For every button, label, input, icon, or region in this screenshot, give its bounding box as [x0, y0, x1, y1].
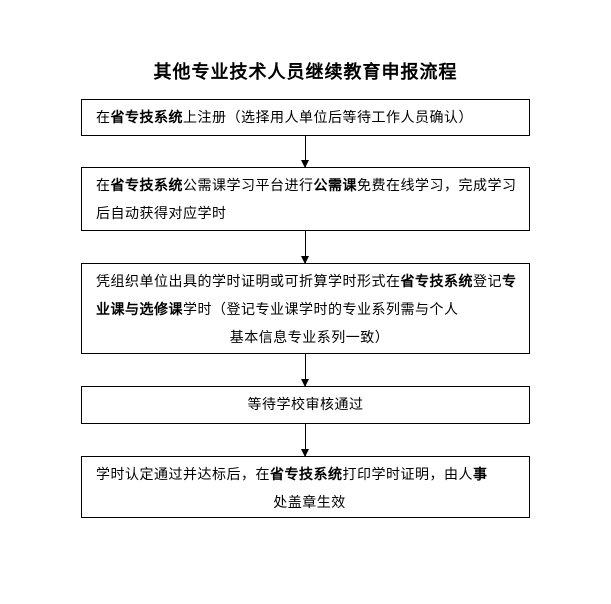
flow-arrow-1 [301, 136, 309, 168]
step-1-system-name: 省专技系统 [110, 110, 183, 126]
step-5-text-b: 打印学时证明，由人 [342, 467, 473, 483]
step-4-text: 等待学校审核通过 [247, 397, 364, 413]
step-5-box: 学时认定通过并达标后，在省专技系统打印学时证明，由人事 处盖章生效 [81, 456, 530, 518]
step-3-last-line: 基本信息专业系列一致） [229, 330, 390, 346]
step-2-text-b: 公需课学习平台进行 [183, 178, 314, 194]
step-3-box: 凭组织单位出具的学时证明或可折算学时形式在省专技系统登记专业课与选修课学时（登记… [81, 263, 530, 354]
step-3-text-b: 登记 [473, 274, 502, 290]
flow-arrow-3 [301, 354, 309, 387]
step-2-system-name: 省专技系统 [110, 178, 183, 194]
step-3-system-name: 省专技系统 [400, 274, 473, 290]
step-3-course-name: 专业课与选修课 [96, 274, 517, 318]
step-5-last-line: 处盖章生效 [273, 495, 346, 511]
flow-arrow-4 [301, 424, 309, 457]
step-5-text-a: 学时认定通过并达标后，在 [96, 467, 270, 483]
step-1-box: 在省专技系统上注册（选择用人单位后等待工作人员确认） [81, 99, 530, 136]
step-5-text-bold: 事 [473, 467, 488, 483]
step-1-text-b: 上注册（选择用人单位后等待工作人员确认） [183, 110, 473, 126]
step-5-system-name: 省专技系统 [270, 467, 343, 483]
step-2-course-name: 公需课 [313, 178, 357, 194]
step-3-text-a: 凭组织单位出具的学时证明或可折算学时形式在 [96, 274, 401, 290]
step-2-box: 在省专技系统公需课学习平台进行公需课免费在线学习，完成学习后自动获得对应学时 [81, 167, 530, 231]
step-2-text-a: 在 [96, 178, 111, 194]
step-4-box: 等待学校审核通过 [81, 386, 530, 424]
step-1-text-a: 在 [96, 110, 111, 126]
step-3-text-c: 学时（登记专业课学时的专业系列需与个人 [183, 302, 459, 318]
flow-arrow-2 [301, 231, 309, 264]
step-2-text-c: 免费在线学习，完成学习后自动获得对应学时 [96, 178, 517, 222]
page-title: 其他专业技术人员继续教育申报流程 [153, 62, 458, 83]
